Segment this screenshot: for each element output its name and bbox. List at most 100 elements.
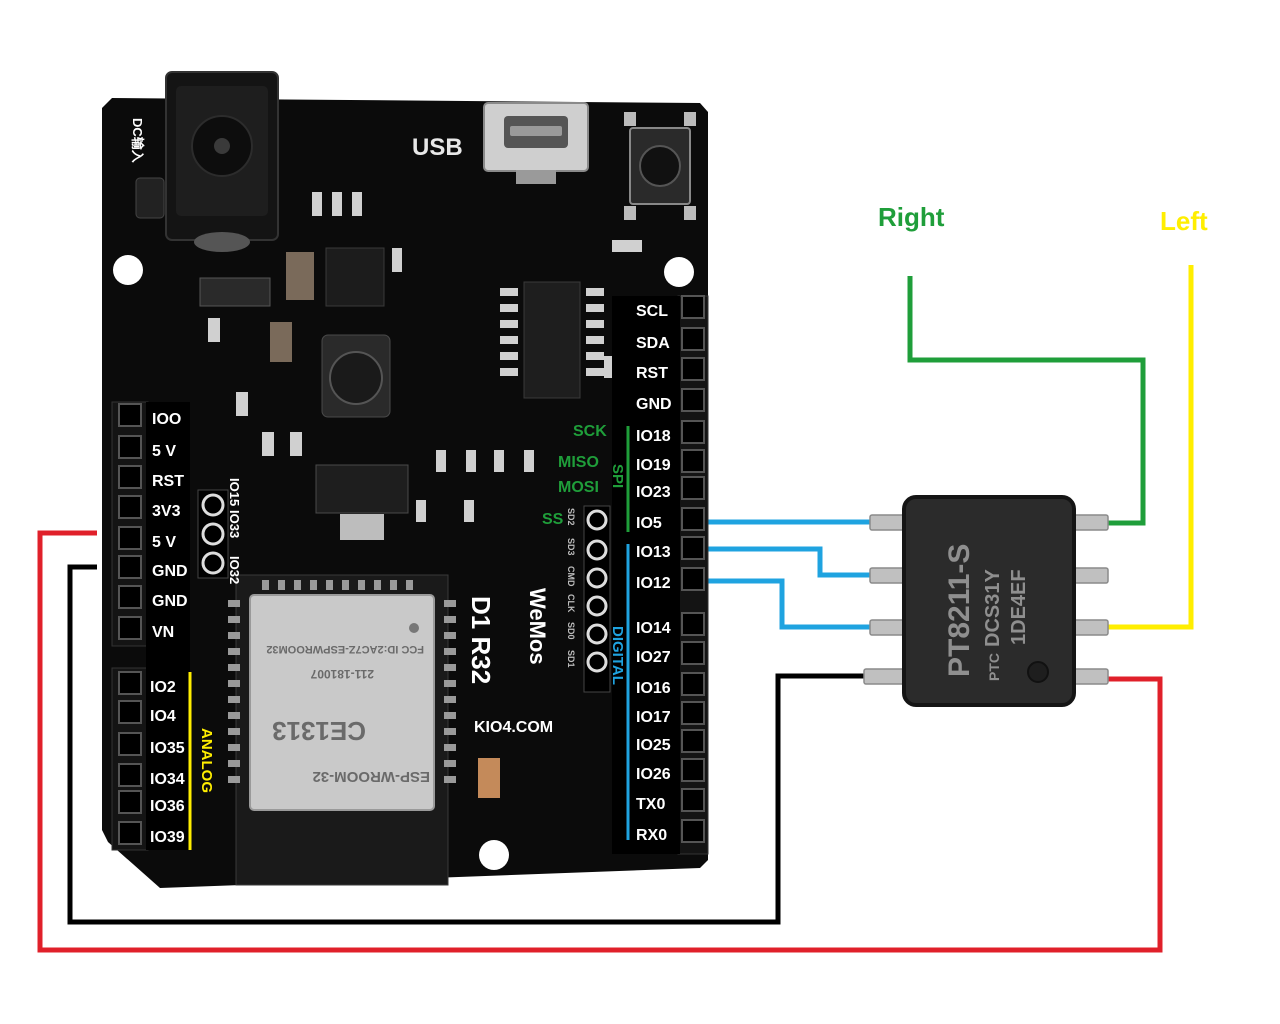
- spi-group-label: SPI: [609, 464, 626, 488]
- spi-signal-label: SS: [542, 511, 564, 528]
- header-pin-label: CMD: [566, 566, 576, 587]
- header-socket: [681, 758, 705, 782]
- header-socket: [681, 388, 705, 412]
- left-output-wire: [1108, 265, 1194, 630]
- left-header-analog: [111, 667, 149, 851]
- module-id: 211-181007: [310, 667, 374, 681]
- right-label-panel: [612, 296, 680, 854]
- left-pin-label: VN: [152, 624, 174, 641]
- left-label-panel: [146, 402, 190, 850]
- header-socket: [681, 819, 705, 843]
- right-pin-label: RST: [636, 365, 668, 382]
- right-output-label: Right: [878, 202, 945, 232]
- esp32-module: ESP-WROOM-32 CE1313 211-181007 FCC ID:2A…: [228, 574, 456, 886]
- dc-jack: [165, 71, 279, 252]
- three-pin-header: [197, 489, 229, 579]
- mid-pin-label: IO32: [227, 556, 242, 584]
- right-pin-label: IO26: [636, 766, 671, 783]
- header-socket: [118, 465, 142, 489]
- header-socket: [118, 403, 142, 427]
- right-pin-label: TX0: [636, 796, 665, 813]
- chip-lot-code: DCS31Y: [982, 569, 1004, 647]
- header-pin-label: CLK: [566, 594, 576, 613]
- right-pin-label: IO13: [636, 544, 671, 561]
- left-pin-label: 5 V: [152, 534, 176, 551]
- header-socket: [681, 295, 705, 319]
- right-pin-label: IO17: [636, 709, 671, 726]
- header-socket: [681, 701, 705, 725]
- analog-pin-label: IO4: [150, 708, 176, 725]
- header-socket: [118, 671, 142, 695]
- right-pin-label: SCL: [636, 303, 668, 320]
- left-output-label: Left: [1160, 206, 1208, 236]
- header-pin: [586, 595, 608, 617]
- header-socket: [118, 585, 142, 609]
- header-socket: [118, 555, 142, 579]
- io12-wire: [705, 578, 870, 630]
- board-components: [199, 192, 642, 798]
- right-pin-label: IO23: [636, 484, 671, 501]
- mount-hole: [479, 840, 509, 870]
- header-socket: [681, 357, 705, 381]
- analog-group-label: ANALOG: [198, 728, 215, 793]
- left-pin-label: 5 V: [152, 443, 176, 460]
- analog-pin-label: IO2: [150, 679, 176, 696]
- chip-part-number: PT8211-S: [943, 544, 976, 677]
- chip-logo: PTC: [986, 653, 1002, 681]
- header-socket: [118, 616, 142, 640]
- right-pin-label: IO16: [636, 680, 671, 697]
- right-pin-label: IO18: [636, 428, 671, 445]
- mid-pin-label: IO33: [227, 510, 242, 538]
- header-pin: [586, 539, 608, 561]
- right-pin-label: IO5: [636, 515, 662, 532]
- spi-signal-label: MOSI: [558, 479, 599, 496]
- header-pin: [586, 509, 608, 531]
- header-pin: [586, 567, 608, 589]
- left-pin-label: GND: [152, 593, 188, 610]
- mount-hole: [113, 255, 143, 285]
- mid-pin-label: IO15: [227, 478, 242, 506]
- dc-input-label: DC输入: [130, 118, 145, 163]
- header-pin: [586, 623, 608, 645]
- header-pin-label: SD3: [566, 538, 576, 556]
- right-pin-label: IO25: [636, 737, 671, 754]
- right-output-wire: [907, 276, 1146, 526]
- header-socket: [681, 536, 705, 560]
- module-label: ESP-WROOM-32: [312, 768, 430, 785]
- header-socket: [118, 435, 142, 459]
- header-pin-label: SD0: [566, 622, 576, 640]
- header-socket: [118, 763, 142, 787]
- gnd-wire: [67, 564, 864, 925]
- chip-pin1-dot: [1027, 661, 1049, 683]
- header-socket: [681, 788, 705, 812]
- header-socket: [681, 672, 705, 696]
- analog-pin-label: IO35: [150, 740, 185, 757]
- module-ce-mark: CE1313: [272, 716, 366, 746]
- io13-wire: [705, 546, 870, 578]
- header-socket: [681, 476, 705, 500]
- header-socket: [118, 526, 142, 550]
- dc-diode: [135, 177, 165, 219]
- right-pin-label: SDA: [636, 335, 670, 352]
- header-socket: [118, 495, 142, 519]
- reset-button: [624, 112, 696, 220]
- header-socket: [681, 612, 705, 636]
- board-model-label: D1 R32: [466, 596, 496, 684]
- right-pin-label: GND: [636, 396, 672, 413]
- analog-pin-label: IO34: [150, 771, 185, 788]
- right-pin-label: IO19: [636, 457, 671, 474]
- left-pin-label: 3V3: [152, 503, 181, 520]
- analog-pin-label: IO39: [150, 829, 185, 846]
- header-socket: [681, 729, 705, 753]
- header-socket: [681, 420, 705, 444]
- header-socket: [681, 641, 705, 665]
- wires: [37, 265, 1194, 953]
- header-socket: [118, 821, 142, 845]
- micro-usb-connector: [483, 102, 589, 184]
- header-socket: [118, 700, 142, 724]
- header-pin: [586, 651, 608, 673]
- chip-body: [902, 495, 1076, 707]
- header-pin-label: SD2: [566, 508, 576, 526]
- vcc-wire: [37, 530, 1163, 953]
